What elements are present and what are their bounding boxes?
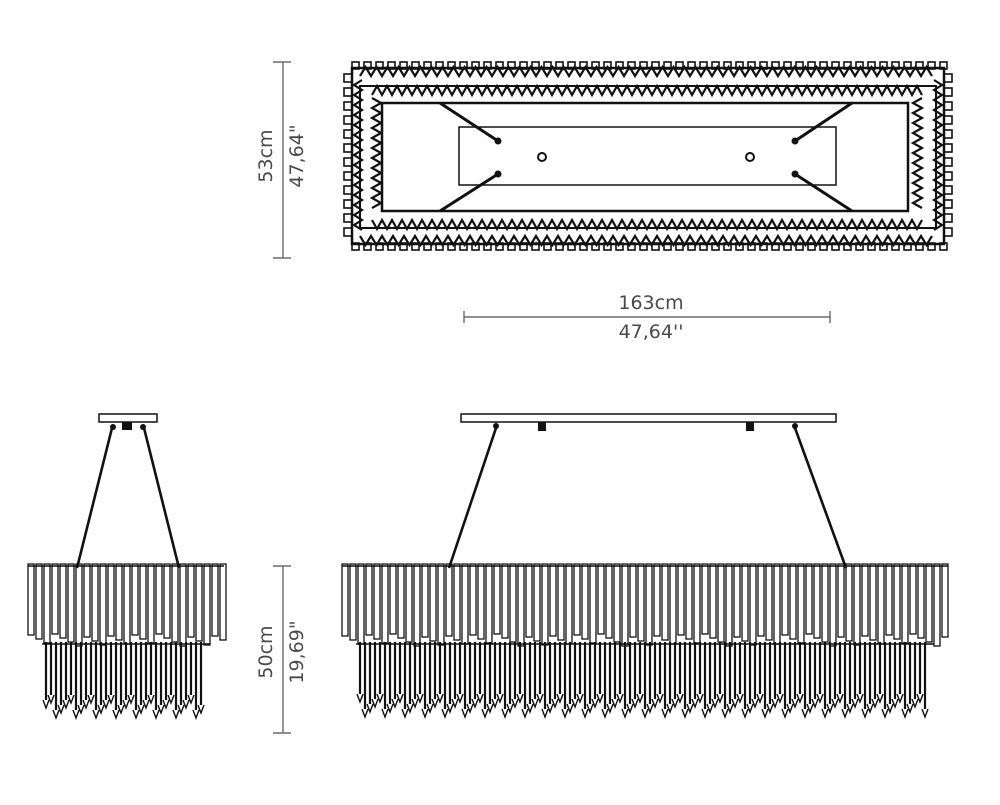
depth-dimension: 53cm 47,64" [255,61,308,259]
canopy-long [460,413,837,423]
support-cable [447,427,498,569]
support-cable [793,427,848,569]
top-view-inner-crystal-ring [369,83,925,232]
front-view-long [341,413,949,719]
canopy-short [98,413,158,423]
top-view-outer-frame [350,66,946,246]
support-cables-top [439,101,853,213]
ceiling-mount-hole [537,152,547,162]
canopy-plate-top [458,126,837,186]
support-cable [75,427,114,569]
support-cable [142,427,181,569]
height-in-label: 19,69" [286,620,308,683]
depth-cm-label: 53cm [255,129,277,182]
width-dimension: 163cm 47,64'' [463,292,831,343]
width-in-label: 47,64'' [619,321,684,343]
height-dimension: 50cm 19,69" [255,565,308,734]
height-cm-label: 50cm [255,625,277,678]
ceiling-mount-hole [745,152,755,162]
width-cm-label: 163cm [618,292,683,314]
depth-in-label: 47,64" [286,124,308,187]
top-view [343,61,953,251]
crystal-tubes-short [27,563,227,720]
side-view-short [27,413,227,720]
top-view-inner-frame [380,101,910,213]
top-view-outer-crystal-ring [343,61,953,251]
crystal-tubes-long [341,563,949,719]
